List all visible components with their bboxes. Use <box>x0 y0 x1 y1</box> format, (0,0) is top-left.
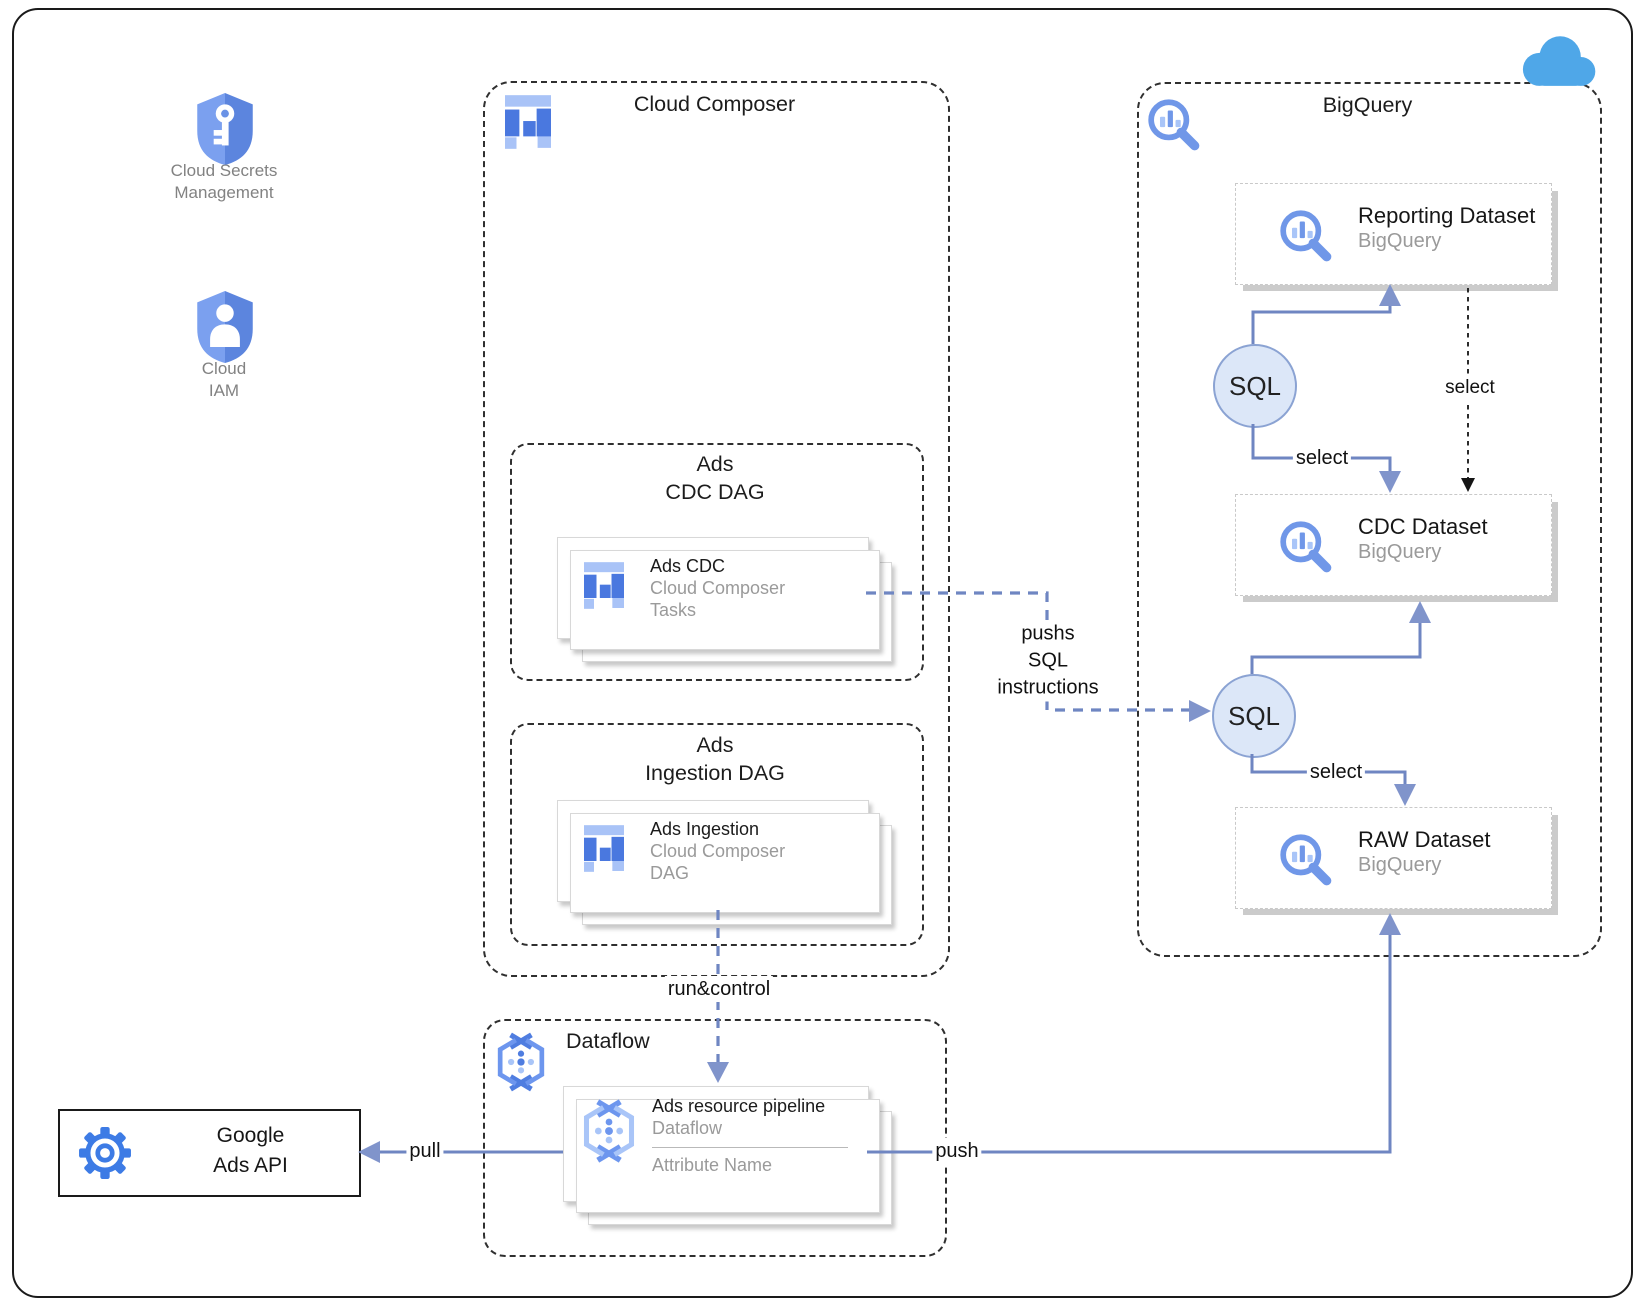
card-subtitle2: Tasks <box>650 600 697 620</box>
edge-label-pushs-sql-instructions: pushs SQL instructions <box>994 620 1102 702</box>
dataset-title: RAW Dataset <box>1358 827 1491 852</box>
shield-key-icon <box>196 92 254 166</box>
ads-cdc-dag-title: Ads CDC DAG <box>665 452 765 504</box>
card-title: Ads Ingestion <box>650 819 760 839</box>
dataflow-icon <box>582 1097 636 1170</box>
bigquery-icon <box>1278 208 1336 267</box>
dataflow-icon <box>496 1031 546 1093</box>
edge-label-run-control: run&control <box>664 976 774 1002</box>
cloud-composer-icon <box>505 95 551 149</box>
reporting-dataset-card: Reporting Dataset BigQuery <box>1235 183 1552 285</box>
card-divider <box>652 1147 848 1148</box>
dataset-subtitle: BigQuery <box>1358 854 1442 876</box>
cloud-iam-label: Cloud IAM <box>201 359 247 400</box>
edge-label-select-dashed: select <box>1442 375 1498 401</box>
card-subtitle: Cloud Composer <box>650 578 786 598</box>
ads-ingestion-dag-title: Ads Ingestion DAG <box>645 733 785 785</box>
edge-label-pull: pull <box>406 1138 444 1164</box>
dataset-title: Reporting Dataset <box>1358 203 1536 228</box>
gear-icon <box>78 1125 132 1186</box>
diagram-outer-border <box>12 8 1633 1298</box>
google-ads-api-box: Google Ads API <box>58 1109 361 1197</box>
ads-cdc-card: Ads CDC Cloud Composer Tasks <box>557 537 892 662</box>
card-title: Ads CDC <box>650 556 726 576</box>
edge-label-select-sql1: select <box>1292 445 1352 471</box>
dataset-subtitle: BigQuery <box>1358 541 1442 563</box>
card-subtitle: Cloud Composer <box>650 841 786 861</box>
card-subtitle: Dataflow <box>652 1118 723 1138</box>
google-ads-api-label: Google Ads API <box>213 1124 288 1177</box>
edge-label-push: push <box>932 1138 982 1164</box>
bigquery-title: BigQuery <box>1322 93 1413 117</box>
cloud-icon <box>1512 28 1600 88</box>
dataset-title: CDC Dataset <box>1358 514 1488 539</box>
bigquery-icon <box>1146 97 1204 156</box>
ads-resource-pipeline-card: Ads resource pipeline Dataflow Attribute… <box>563 1086 892 1225</box>
sql-node-top: SQL <box>1213 344 1297 428</box>
dataset-subtitle: BigQuery <box>1358 230 1442 252</box>
bigquery-icon <box>1278 832 1336 891</box>
ads-cdc-dag-group <box>510 443 924 681</box>
cloud-composer-icon <box>584 562 624 614</box>
card-title: Ads resource pipeline <box>652 1096 826 1116</box>
raw-dataset-card: RAW Dataset BigQuery <box>1235 807 1552 909</box>
cloud-composer-title: Cloud Composer <box>633 92 796 116</box>
ads-ingestion-card: Ads Ingestion Cloud Composer DAG <box>557 800 892 925</box>
card-field: Attribute Name <box>652 1155 773 1175</box>
bigquery-icon <box>1278 519 1336 578</box>
dataflow-title: Dataflow <box>566 1029 650 1053</box>
cloud-composer-icon <box>584 825 624 877</box>
shield-person-icon <box>196 290 254 364</box>
edge-label-select-sql2: select <box>1306 759 1366 785</box>
cloud-secrets-label: Cloud Secrets Management <box>170 161 278 202</box>
sql-node-bottom: SQL <box>1212 674 1296 758</box>
card-subtitle2: DAG <box>650 863 690 883</box>
cdc-dataset-card: CDC Dataset BigQuery <box>1235 494 1552 596</box>
